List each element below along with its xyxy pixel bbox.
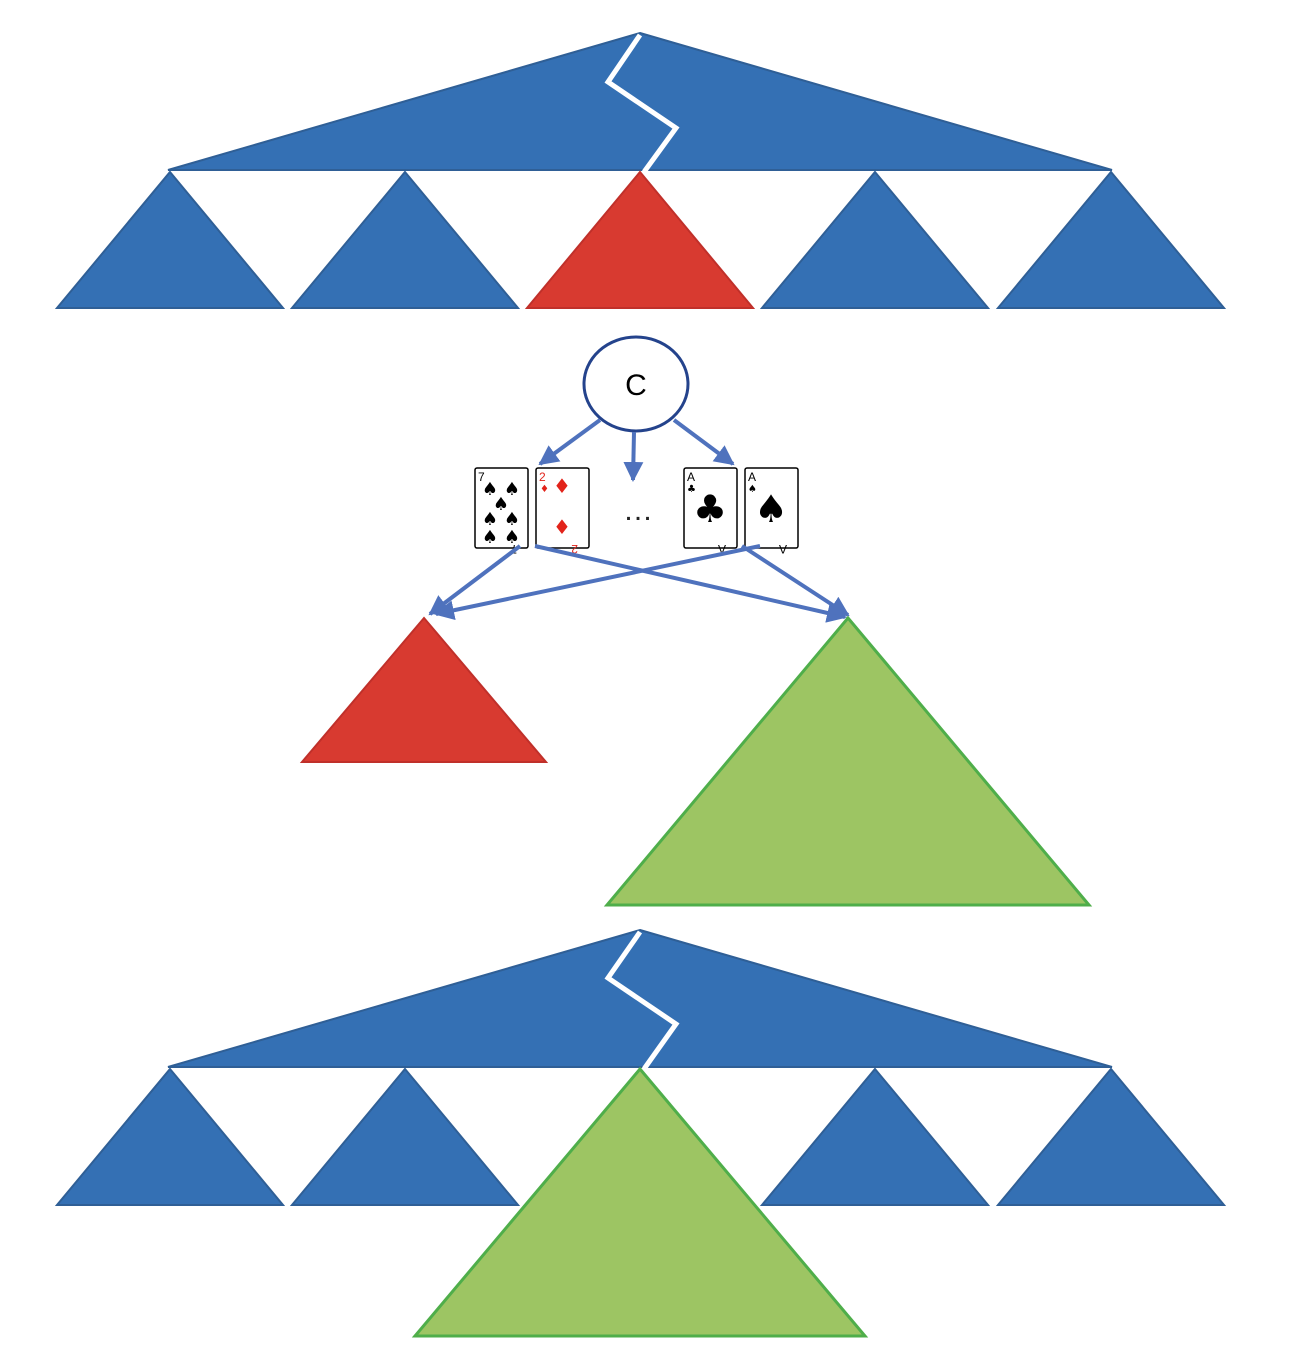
top-subtree-3-red	[524, 170, 756, 309]
chance-section: C … 7 7 ♠ ♠ ♠ ♠ ♠ ♠ ♠ 2 2 ♦ ♦ ♦	[299, 335, 1093, 907]
spade-icon: ♠	[482, 527, 498, 548]
spade-icon: ♠	[482, 479, 498, 500]
card-rank: A	[687, 470, 695, 484]
card-arrow-to-green-2	[740, 544, 850, 617]
spade-icon: ♠	[504, 527, 520, 548]
chance-arrow-middle	[623, 431, 644, 482]
top-split-line	[604, 33, 680, 174]
bottom-subtree-4	[759, 1067, 991, 1206]
spade-icon: ♠	[748, 484, 757, 495]
bottom-subtree-1	[54, 1067, 286, 1206]
card-rank: A	[748, 470, 756, 484]
card-ace-spades: A A ♠ ♠	[744, 467, 799, 556]
top-subtree-5	[995, 170, 1227, 309]
club-icon: ♣	[693, 487, 727, 531]
spade-icon: ♠	[504, 509, 520, 530]
spade-icon: ♠	[504, 479, 520, 500]
top-subtree-1	[54, 170, 286, 309]
cards-ellipsis: …	[623, 494, 657, 527]
spade-icon: ♠	[754, 487, 788, 531]
diamond-icon: ♦	[553, 515, 571, 539]
spade-icon: ♠	[493, 494, 509, 515]
chance-node	[582, 335, 690, 433]
bottom-subtree-5	[995, 1067, 1227, 1206]
card-arrow-to-green	[534, 544, 847, 623]
chance-arrow-right	[672, 418, 735, 466]
green-subgame-triangle	[603, 615, 1093, 907]
bottom-game-tree	[54, 928, 1227, 1338]
card-rank-inverted: 2	[571, 542, 578, 556]
card-rank-inverted: A	[718, 542, 726, 556]
card-ace-clubs: A A ♣ ♣	[683, 467, 738, 556]
diamond-icon: ♦	[540, 484, 549, 495]
chance-node-label: C	[625, 369, 647, 402]
card-7-spades: 7 7 ♠ ♠ ♠ ♠ ♠ ♠ ♠	[474, 467, 529, 556]
bottom-split-line	[604, 930, 680, 1071]
spade-icon: ♠	[482, 509, 498, 530]
bottom-subtree-2	[289, 1067, 521, 1206]
card-2-diamonds: 2 2 ♦ ♦ ♦	[535, 467, 590, 556]
top-subtree-2	[289, 170, 521, 309]
card-rank-inverted: A	[779, 542, 787, 556]
chance-arrow-left	[538, 418, 602, 466]
top-game-tree	[54, 31, 1227, 309]
club-icon: ♣	[687, 484, 696, 495]
red-subgame-triangle	[299, 616, 549, 763]
bottom-green-subgame	[411, 1066, 869, 1338]
top-subtree-4	[759, 170, 991, 309]
diamond-icon: ♦	[553, 474, 571, 498]
card-rank: 2	[539, 470, 546, 484]
card-arrow-to-red-2	[434, 544, 761, 621]
card-rank: 7	[478, 470, 485, 484]
